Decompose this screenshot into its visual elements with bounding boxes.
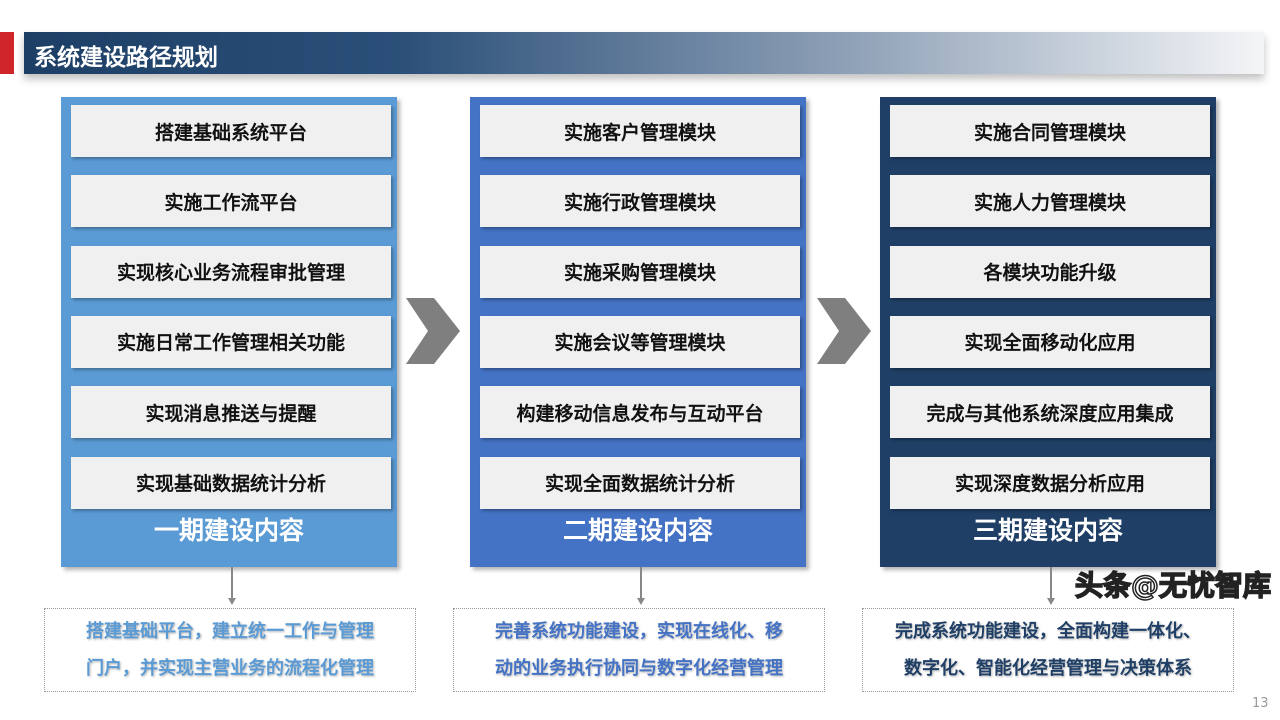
arrow-right-icon	[406, 298, 460, 364]
phase-item: 实施会议等管理模块	[480, 315, 800, 368]
connector-line	[640, 567, 642, 601]
phase-item: 实现深度数据分析应用	[890, 456, 1210, 509]
phase-item: 实施行政管理模块	[480, 175, 800, 228]
page-title: 系统建设路径规划	[34, 45, 218, 71]
phase-3-panel: 实施合同管理模块实施人力管理模块各模块功能升级实现全面移动化应用完成与其他系统深…	[880, 97, 1216, 567]
connector-arrowhead	[228, 598, 236, 605]
summary-line: 完成系统功能建设，全面构建一体化、	[895, 621, 1201, 642]
phase-summary: 搭建基础平台，建立统一工作与管理门户，并实现主营业务的流程化管理	[44, 608, 416, 692]
phase-item: 实施工作流平台	[71, 175, 391, 228]
title-bar: 系统建设路径规划	[24, 32, 1264, 74]
connector-line	[231, 567, 233, 601]
phase-item: 完成与其他系统深度应用集成	[890, 386, 1210, 439]
phase-item: 实现基础数据统计分析	[71, 456, 391, 509]
connector-line	[1050, 567, 1052, 601]
summary-line: 搭建基础平台，建立统一工作与管理	[86, 621, 374, 642]
phase-summary: 完成系统功能建设，全面构建一体化、数字化、智能化经营管理与决策体系	[862, 608, 1234, 692]
phase-item: 实现核心业务流程审批管理	[71, 245, 391, 298]
connector-arrowhead	[637, 598, 645, 605]
phase-item: 搭建基础系统平台	[71, 105, 391, 157]
phase-2-panel: 实施客户管理模块实施行政管理模块实施采购管理模块实施会议等管理模块构建移动信息发…	[470, 97, 806, 567]
phase-title: 三期建设内容	[972, 516, 1123, 545]
phase-item: 实现全面移动化应用	[890, 315, 1210, 368]
summary-line: 完善系统功能建设，实现在线化、移	[495, 621, 783, 642]
phase-summary: 完善系统功能建设，实现在线化、移动的业务执行协同与数字化经营管理	[453, 608, 825, 692]
phase-item: 实现全面数据统计分析	[480, 456, 800, 509]
phase-item: 实现消息推送与提醒	[71, 386, 391, 439]
phase-item: 实施合同管理模块	[890, 105, 1210, 157]
arrow-right-icon	[817, 298, 871, 364]
summary-line: 数字化、智能化经营管理与决策体系	[904, 658, 1192, 679]
phase-1-panel: 搭建基础系统平台实施工作流平台实现核心业务流程审批管理实施日常工作管理相关功能实…	[61, 97, 397, 567]
watermark: 头条@无忧智库	[1074, 568, 1272, 603]
connector-arrowhead	[1047, 598, 1055, 605]
phase-item: 实施日常工作管理相关功能	[71, 315, 391, 368]
page-number: 13	[1252, 696, 1269, 711]
phase-item: 各模块功能升级	[890, 245, 1210, 298]
phase-title: 一期建设内容	[153, 516, 304, 545]
phase-item: 构建移动信息发布与互动平台	[480, 386, 800, 439]
phase-item: 实施客户管理模块	[480, 105, 800, 157]
accent-bar	[0, 32, 14, 74]
summary-line: 动的业务执行协同与数字化经营管理	[495, 658, 783, 679]
phase-item: 实施采购管理模块	[480, 245, 800, 298]
phase-item: 实施人力管理模块	[890, 175, 1210, 228]
phase-title: 二期建设内容	[562, 516, 713, 545]
summary-line: 门户，并实现主营业务的流程化管理	[86, 658, 374, 679]
